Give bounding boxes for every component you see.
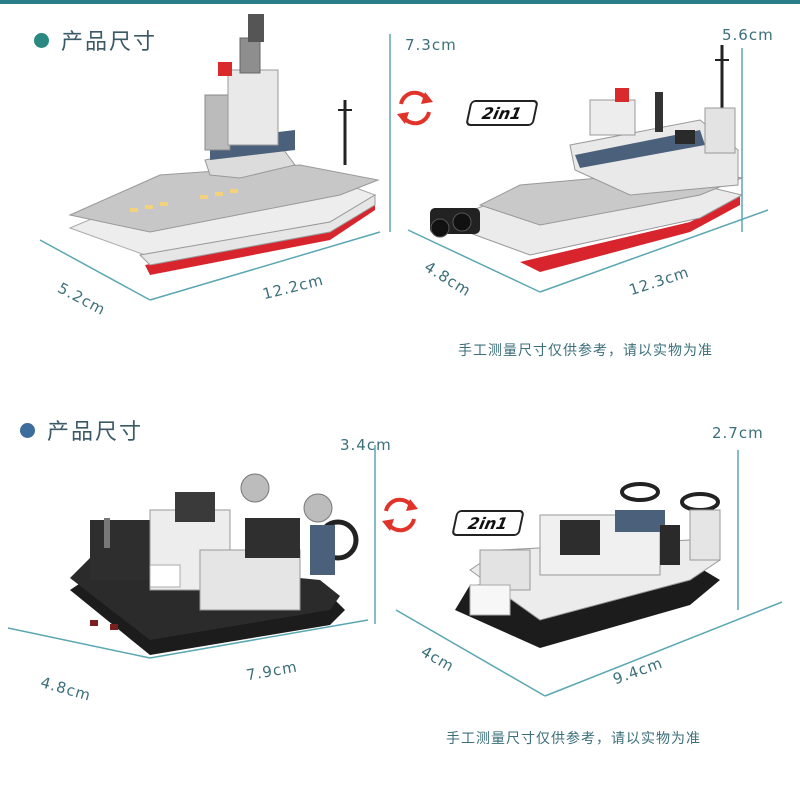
right-model-height: 5.6cm [722,26,774,44]
rotate-arrows-icon [397,90,433,126]
bottom-heading: 产品尺寸 [20,414,143,446]
top-dimension-lines [39,34,769,301]
top-illustration [39,14,769,301]
bottom-illustration [7,445,783,697]
top-heading-text: 产品尺寸 [61,30,158,55]
rotate-arrows-icon [382,497,418,533]
aircraft-carrier-image [68,14,380,275]
top-heading: 产品尺寸 [34,24,157,56]
patrol-boat-image [455,482,721,648]
destroyer-image [430,45,744,272]
bullet-dot-icon [34,32,49,48]
two-in-one-badge: 2in1 [465,100,539,126]
bottom-heading-text: 产品尺寸 [47,420,144,445]
left-model-height: 7.3cm [405,36,457,54]
right-model-height: 2.7cm [712,424,764,442]
hovercraft-image [70,473,359,655]
top-border [0,0,800,4]
top-section: 产品尺寸 [34,14,774,359]
two-in-one-badge: 2in1 [451,510,525,536]
measurement-note: 手工测量尺寸仅供参考，请以实物为准 [458,343,713,359]
bullet-dot-icon [20,422,35,438]
bottom-section: 产品尺寸 [0,400,800,800]
left-model-height: 3.4cm [340,436,392,454]
bottom-dimension-lines [7,445,783,697]
measurement-note: 手工测量尺寸仅供参考，请以实物为准 [446,731,701,747]
